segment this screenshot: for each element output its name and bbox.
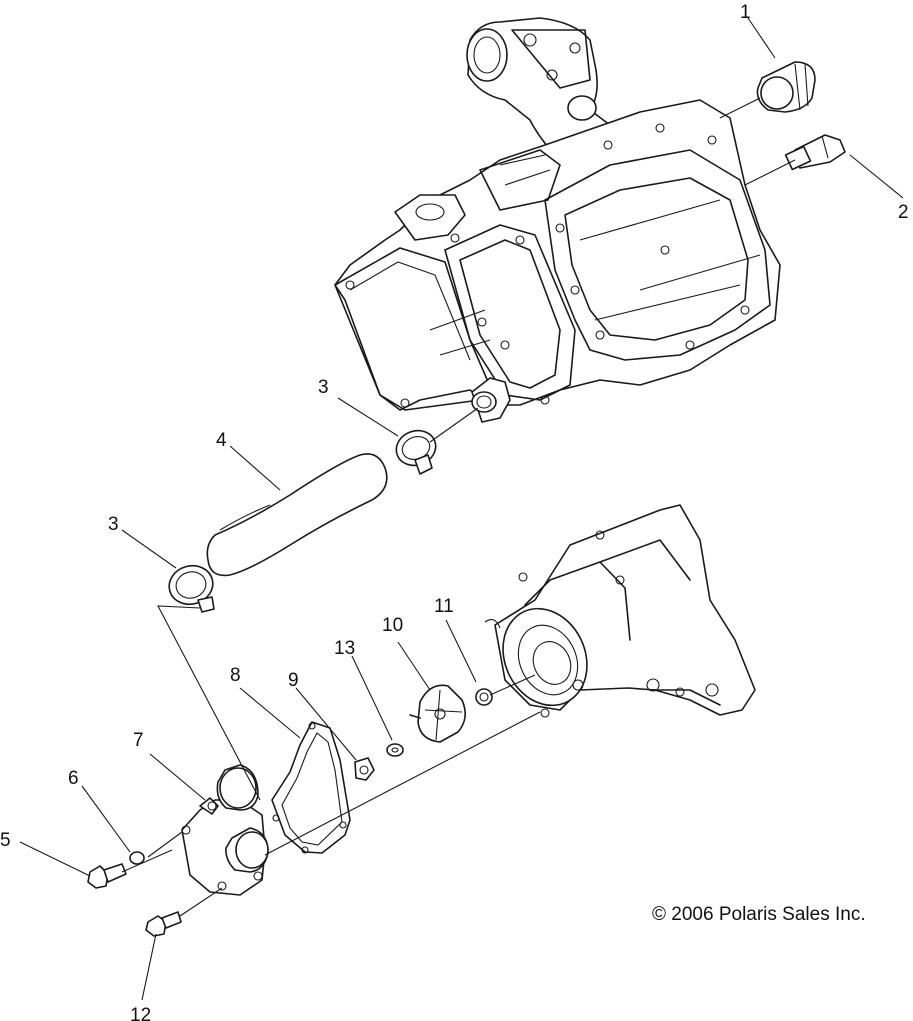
part-9-nut — [354, 757, 375, 781]
part-3-hose-clamp-upper — [395, 429, 437, 475]
callout-6: 6 — [68, 768, 79, 789]
engine-head-assembly — [334, 17, 781, 423]
part-2-sensor — [784, 134, 846, 171]
callout-1: 1 — [740, 2, 751, 23]
part-8-gasket — [271, 721, 351, 854]
part-5-bolt — [87, 863, 127, 889]
callout-8: 8 — [230, 665, 241, 686]
callout-3-upper: 3 — [318, 377, 329, 398]
callout-4: 4 — [216, 430, 227, 451]
part-12-bolt — [145, 911, 182, 937]
part-6-washer — [129, 851, 145, 865]
callout-9: 9 — [288, 670, 299, 691]
callout-3-lower: 3 — [108, 514, 119, 535]
crankcase-housing — [484, 504, 756, 718]
part-4-coolant-hose — [206, 453, 388, 577]
callout-5: 5 — [0, 830, 11, 851]
part-1-cap — [756, 61, 816, 113]
callout-12: 12 — [130, 1005, 151, 1021]
part-7-pump-cover — [181, 764, 269, 896]
callout-13: 13 — [334, 638, 355, 659]
part-13-washer — [386, 743, 404, 757]
callout-11: 11 — [434, 596, 454, 617]
part-10-impeller — [409, 684, 466, 743]
leader-lines — [19, 17, 904, 1001]
callout-10: 10 — [382, 615, 403, 636]
part-3-hose-clamp-lower — [168, 564, 215, 613]
part-11-seal — [475, 688, 493, 706]
callout-7: 7 — [133, 730, 144, 751]
copyright-notice: © 2006 Polaris Sales Inc. — [652, 904, 866, 925]
callout-2: 2 — [898, 202, 909, 223]
